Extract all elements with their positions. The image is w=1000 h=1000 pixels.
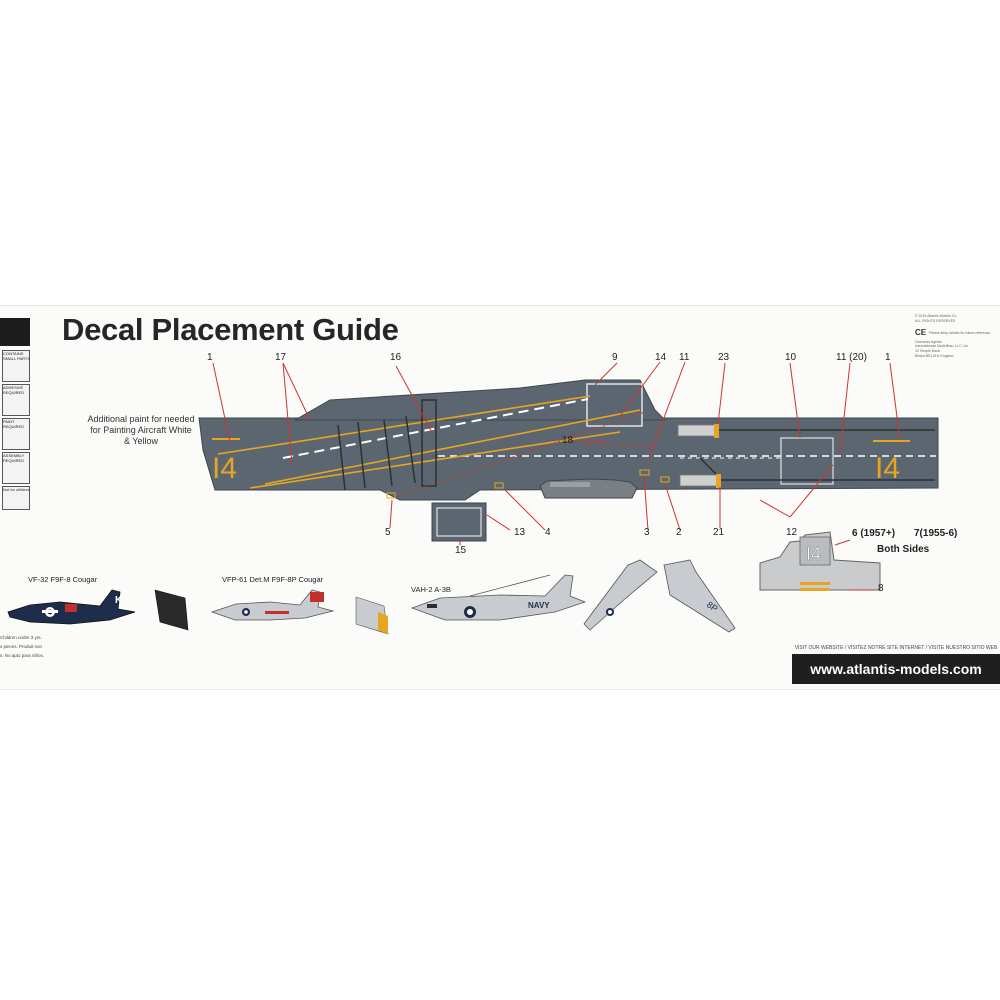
- callout-11-20: 11 (20): [836, 352, 867, 363]
- svg-text:NAVY: NAVY: [528, 601, 550, 610]
- warning-label: PAINT REQUIRED: [3, 419, 25, 429]
- warning-strip: CONTAINS SMALL PARTS ADHESIVE REQUIRED P…: [0, 318, 30, 528]
- aircraft-f9f8-illustration: K: [7, 589, 189, 631]
- legal-line: Bristol BS1 6HL England: [915, 353, 954, 358]
- aircraft-a3b-illustration: NAVY: [410, 574, 587, 621]
- island: [539, 478, 638, 499]
- callout-21: 21: [713, 527, 725, 538]
- callout-dotted: [394, 411, 646, 498]
- catapult-box-21: [679, 474, 719, 487]
- callout-11: 11: [679, 352, 690, 363]
- hull-number-aft: I4: [212, 452, 237, 485]
- deck-mark-3: [639, 469, 650, 476]
- callout-5: 5: [385, 527, 391, 538]
- callout-8: 8: [878, 583, 884, 594]
- callout-3: 3: [644, 527, 650, 538]
- callout-2: 2: [676, 527, 682, 538]
- aircraft-f9f8p-illustration: [210, 589, 389, 635]
- page-title: Decal Placement Guide: [62, 312, 399, 347]
- legal-line: © 2019 Atlantis Models Co.: [915, 314, 958, 318]
- warning-label: ADHESIVE REQUIRED: [3, 385, 25, 395]
- aircraft-caption-vf32: VF-32 F9F-8 Cougar: [28, 575, 98, 584]
- aircraft-caption-vah2: VAH-2 A-3B: [411, 585, 451, 594]
- decal-sheet: [0, 305, 1000, 690]
- callout-16: 16: [390, 352, 402, 363]
- small-print-line: s pieces. Produit non: [0, 644, 43, 649]
- callout-1-bow: 1: [885, 352, 891, 363]
- callout-4: 4: [545, 527, 551, 538]
- both-sides-label: Both Sides: [877, 544, 930, 555]
- callout-18: 18: [562, 435, 574, 446]
- callout-12: 12: [786, 527, 798, 538]
- website-url[interactable]: www.atlantis-models.com: [810, 661, 982, 677]
- callout-1-aft: 1: [207, 352, 213, 363]
- small-print-line: Children under 3 yrs.: [0, 635, 42, 640]
- deck-elevator-10: [780, 437, 834, 485]
- callout-lines: [212, 361, 901, 545]
- island-side-view: I4: [759, 531, 881, 591]
- legal-line: ALL RIGHTS RESERVED: [915, 318, 956, 323]
- website-banner: www.atlantis-models.com: [792, 654, 1000, 684]
- warning-box-children: Not for children: [2, 486, 30, 510]
- legal-line: Overseas Agents: [915, 339, 942, 344]
- deck-mark-2: [660, 476, 670, 483]
- warning-label: CONTAINS SMALL PARTS: [3, 351, 31, 361]
- callout-6: 6 (1957+): [852, 528, 896, 539]
- callout-9: 9: [612, 352, 618, 363]
- callout-23: 23: [718, 352, 730, 363]
- safety-small-print: Children under 3 yrs. s pieces. Produit …: [0, 633, 80, 660]
- callout-13: 13: [514, 527, 526, 538]
- aircraft-caption-vfp61: VFP-61 Det.M F9F-8P Cougar: [222, 575, 324, 584]
- angled-yellow-line: [217, 395, 591, 455]
- svg-text:I4: I4: [806, 544, 821, 564]
- warning-box-adhesive: ADHESIVE REQUIRED: [2, 384, 30, 416]
- callout-15: 15: [455, 545, 467, 556]
- warning-box-assembly: ASSEMBLY REQUIRED: [2, 452, 30, 484]
- a3b-wing-illustrations: 8P: [583, 559, 736, 633]
- warning-label: ASSEMBLY REQUIRED: [3, 453, 25, 463]
- callout-10: 10: [785, 352, 797, 363]
- legal-text: © 2019 Atlantis Models Co. ALL RIGHTS RE…: [915, 314, 999, 358]
- arrestor-cable: [337, 424, 346, 491]
- svg-text:K: K: [115, 595, 123, 606]
- deck-elevator-15: [431, 502, 487, 542]
- angled-centerline: [282, 398, 589, 459]
- warning-label: Not for children: [3, 487, 31, 492]
- paint-note: Additional paint for needed for Painting…: [87, 414, 195, 446]
- warning-box-paint: PAINT REQUIRED: [2, 418, 30, 450]
- deck-edge-box-9: [586, 383, 643, 427]
- callout-17: 17: [275, 352, 287, 363]
- deck-mark-4: [494, 482, 504, 489]
- callout-7: 7(1955-6): [914, 528, 958, 539]
- hull-number-bow: I4: [875, 452, 900, 485]
- legal-line: Please keep details for future reference: [929, 331, 991, 336]
- legal-line: Internationale Modellbau, LLC Ltd: [915, 344, 968, 349]
- warning-strip-header: [0, 318, 30, 346]
- deck-mark-5: [386, 492, 396, 499]
- visit-website-text: VISIT OUR WEBSITE / VISITEZ NOTRE SITE I…: [794, 645, 998, 651]
- small-print-line: s. No apto para niños.: [0, 653, 45, 658]
- callout-14: 14: [655, 352, 667, 363]
- ce-mark-icon: CE: [915, 328, 927, 338]
- warning-box-small-parts: CONTAINS SMALL PARTS: [2, 350, 30, 382]
- legal-line: 10 Temple Bank: [915, 348, 941, 353]
- catapult-box-23: [677, 424, 719, 437]
